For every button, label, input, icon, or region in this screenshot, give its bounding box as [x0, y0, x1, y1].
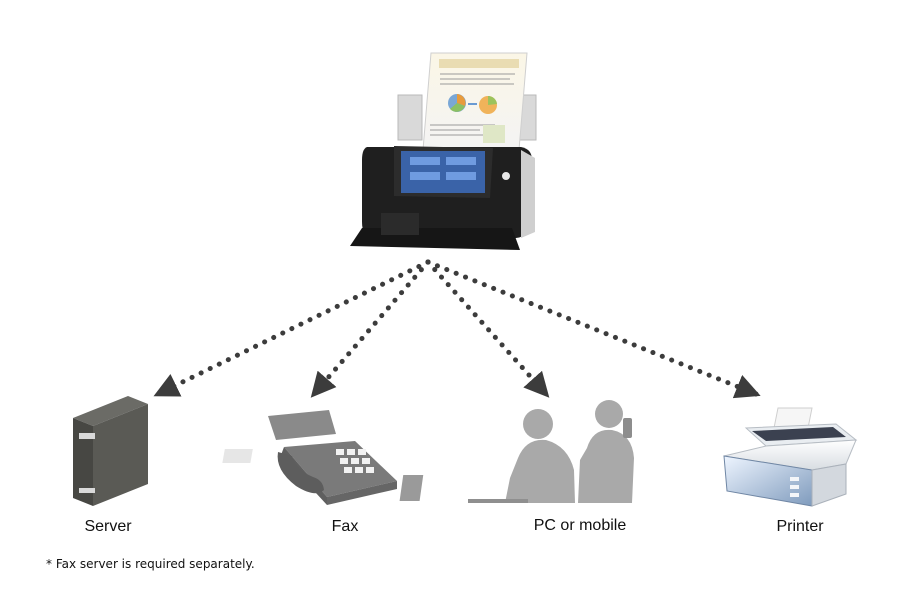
footnote: * Fax server is required separately. — [46, 557, 255, 571]
document-sheet — [422, 52, 528, 151]
pc-mobile-users-icon — [399, 400, 634, 503]
pc-or-mobile-label: PC or mobile — [533, 517, 627, 534]
fax-label: Fax — [331, 518, 359, 535]
connector-arrows — [153, 259, 761, 399]
server-label: Server — [84, 518, 132, 535]
arrow-to-server — [153, 259, 431, 397]
printer-label: Printer — [776, 518, 824, 535]
arrow-to-pc — [425, 259, 550, 398]
printer-icon — [723, 407, 858, 507]
scanner-device — [350, 52, 537, 250]
arrow-to-printer — [425, 259, 761, 399]
fax-icon — [222, 410, 397, 505]
arrow-to-fax — [310, 259, 431, 398]
server-icon — [73, 396, 148, 506]
